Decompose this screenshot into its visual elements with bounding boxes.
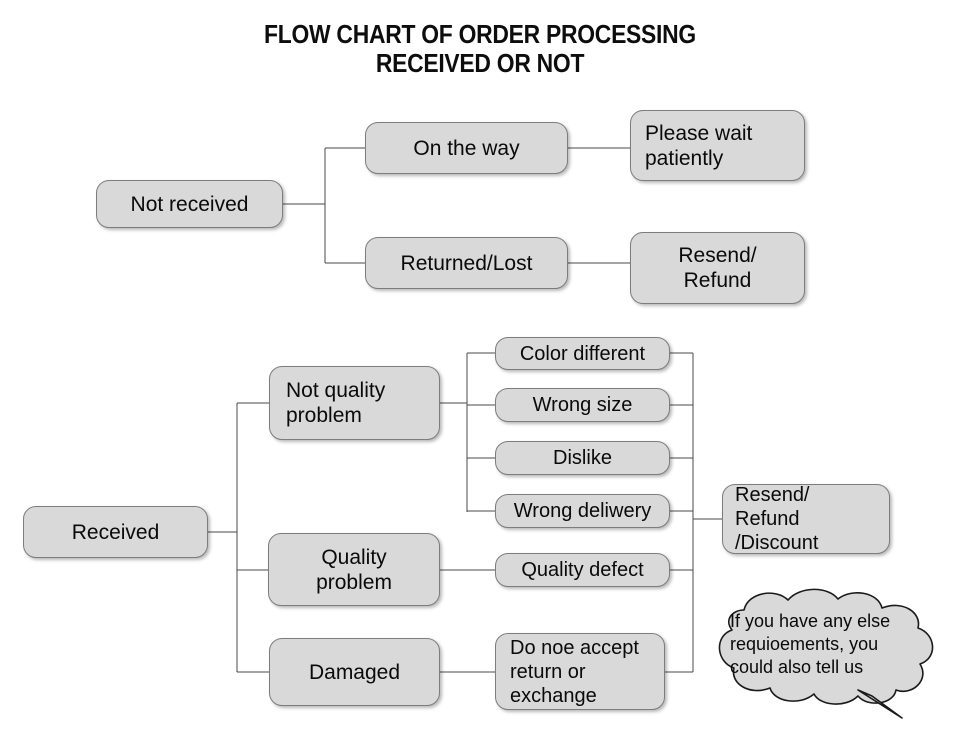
node-dislike[interactable]: Dislike [495,441,670,475]
node-resend-refund[interactable]: Resend/ Refund [630,232,805,304]
node-label: Not quality problem [286,379,386,427]
node-label: Resend/ Refund /Discount [735,484,819,554]
node-wrong-deliwery[interactable]: Wrong deliwery [495,494,670,528]
node-label: On the way [413,136,520,160]
node-returned-lost[interactable]: Returned/Lost [365,237,568,289]
node-label: Returned/Lost [400,251,533,275]
node-quality-problem[interactable]: Quality problem [268,533,440,606]
node-label: Damaged [308,660,401,684]
node-label: Color different [519,342,646,365]
node-label: Dislike [553,447,612,469]
node-label: Received [71,520,160,544]
node-wrong-size[interactable]: Wrong size [495,388,670,422]
node-resend-refund-discount[interactable]: Resend/ Refund /Discount [722,484,890,554]
node-label: Quality problem [316,545,392,594]
node-on-the-way[interactable]: On the way [365,122,568,174]
node-label: Not received [130,192,249,216]
cloud-callout-shape [718,588,934,719]
node-do-not-accept-return-or-exchange[interactable]: Do noe accept return or exchange [495,633,665,710]
node-label: Resend/ Refund [678,244,757,292]
node-not-received[interactable]: Not received [96,180,283,228]
node-label: Please wait patiently [645,121,753,170]
node-color-different[interactable]: Color different [495,337,670,370]
node-damaged[interactable]: Damaged [269,638,440,706]
node-label: Wrong size [532,394,633,416]
node-please-wait-patiently[interactable]: Please wait patiently [630,110,805,181]
node-not-quality-problem[interactable]: Not quality problem [269,366,440,440]
node-label: Do noe accept return or exchange [510,636,639,707]
node-label: Wrong deliwery [513,500,652,522]
cloud-callout-text: If you have any else requioements, you c… [730,611,891,677]
node-received[interactable]: Received [23,506,208,558]
node-label: Quality defect [521,559,644,581]
cloud-callout[interactable]: If you have any else requioements, you c… [706,586,944,722]
page-title: FLOW CHART OF ORDER PROCESSING RECEIVED … [264,19,696,78]
node-quality-defect[interactable]: Quality defect [495,553,670,587]
